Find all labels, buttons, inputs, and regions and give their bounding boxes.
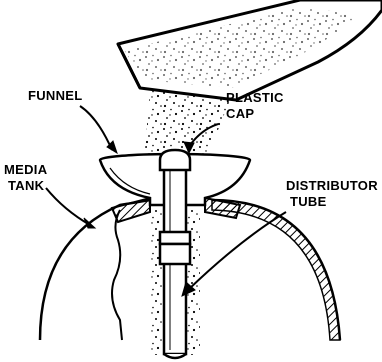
media-tank-label-line1: MEDIA	[4, 162, 48, 177]
plastic-cap-label-line2: CAP	[226, 106, 254, 121]
funnel-label: FUNNEL	[28, 88, 83, 103]
distributor-tube-label-line1: DISTRIBUTOR	[286, 178, 378, 193]
distributor-tube-label-line2: TUBE	[290, 194, 327, 209]
media-tank-label-line2: TANK	[8, 178, 45, 193]
media-bag	[118, 0, 382, 100]
distributor-tube	[160, 162, 190, 358]
media-stream	[145, 88, 230, 355]
plastic-cap	[160, 150, 190, 170]
plastic-cap-label-line1: PLASTIC	[226, 90, 284, 105]
